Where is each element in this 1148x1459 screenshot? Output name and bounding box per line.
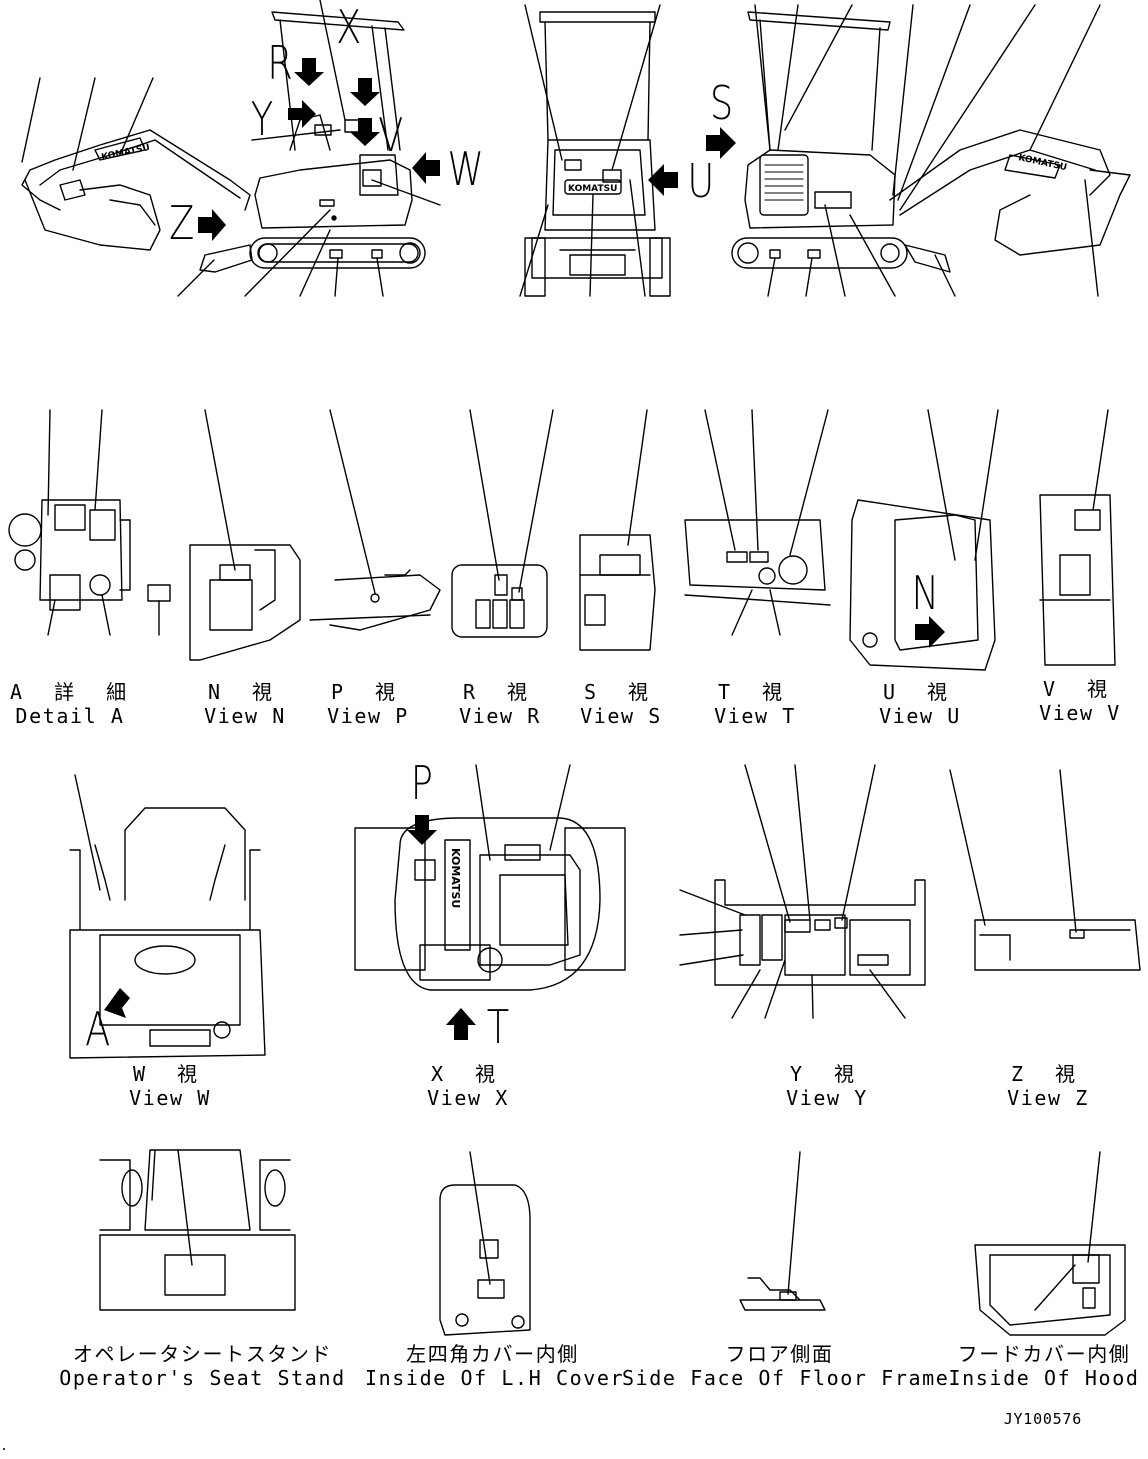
caption-view-s: S 視 View S (561, 680, 681, 728)
pointer-letter-y: Y (250, 92, 274, 146)
caption-detail-a: A 詳 細 Detail A (10, 680, 130, 728)
caption-view-z: Z 視 View Z (988, 1062, 1108, 1110)
pointer-letter-t: T (486, 1000, 510, 1054)
leader-lines-top-rear (519, 4, 661, 297)
pointer-letter-u: U (687, 154, 715, 208)
caption-view-t-jp: T 視 (717, 680, 793, 704)
view-p-drawing (309, 409, 441, 631)
excavator-left-side-view (21, 11, 426, 273)
pointer-letter-n: N (911, 566, 939, 620)
caption-floor-frame-jp: フロア側面 (725, 1342, 834, 1366)
caption-view-p-en: View P (327, 704, 409, 728)
caption-floor-frame-en: Side Face Of Floor Frame (622, 1366, 950, 1390)
brand-decal-top: KOMATSU (449, 848, 462, 908)
caption-view-w-jp: W 視 (132, 1062, 208, 1086)
drawing-number: JY100576 (1003, 1410, 1082, 1428)
caption-lh-cover: 左四角カバー内側 Inside Of L.H Cover (365, 1342, 625, 1390)
caption-view-t: T 視 View T (695, 680, 815, 728)
view-x-arrows (407, 815, 476, 1040)
caption-hood-en: Inside Of Hood (948, 1366, 1140, 1390)
view-u-drawing (849, 409, 999, 671)
detail-a-drawing (8, 409, 171, 636)
caption-view-n-jp: N 視 (207, 680, 283, 704)
view-u-arrow (915, 616, 945, 648)
caption-view-n-en: View N (204, 704, 286, 728)
pointer-letter-x: X (336, 0, 362, 54)
caption-seat-stand-en: Operator's Seat Stand (59, 1366, 346, 1390)
caption-view-r: R 視 View R (440, 680, 560, 728)
caption-view-x-jp: X 視 (430, 1062, 506, 1086)
caption-view-s-en: View S (580, 704, 662, 728)
pointer-arrows-top-left (198, 58, 440, 241)
leader-lines-top-left (21, 0, 441, 297)
pointer-letter-v: V (378, 108, 404, 162)
caption-floor-frame: フロア側面 Side Face Of Floor Frame (622, 1342, 950, 1390)
caption-view-w-en: View W (129, 1086, 211, 1110)
view-z-drawing (949, 769, 1141, 971)
excavator-right-side-view (731, 11, 1131, 273)
pointer-letter-s: S (709, 76, 734, 130)
caption-view-u-en: View U (879, 704, 961, 728)
pointer-letter-w: W (447, 142, 484, 196)
caption-view-w: W 視 View W (110, 1062, 230, 1110)
caption-view-r-en: View R (459, 704, 541, 728)
caption-hood: フードカバー内側 Inside Of Hood (948, 1342, 1140, 1390)
caption-lh-cover-jp: 左四角カバー内側 (406, 1342, 579, 1366)
caption-seat-stand-jp: オペレータシートスタンド (72, 1342, 333, 1366)
caption-seat-stand: オペレータシートスタンド Operator's Seat Stand (55, 1342, 350, 1390)
brand-decal-right: KOMATSU (1017, 153, 1067, 173)
view-v-drawing (1039, 409, 1116, 666)
pointer-letter-a: A (85, 1002, 111, 1056)
seat-stand-drawing (99, 1149, 296, 1311)
pointer-letter-z: Z (169, 196, 195, 250)
caption-view-x: X 視 View X (408, 1062, 528, 1110)
pointer-letter-p: P (410, 756, 433, 810)
view-x-drawing (354, 764, 626, 991)
caption-view-z-en: View Z (1007, 1086, 1089, 1110)
caption-view-r-jp: R 視 (462, 680, 538, 704)
caption-detail-a-jp: A 詳 細 (10, 680, 137, 704)
caption-view-v: V 視 View V (1020, 677, 1140, 725)
caption-hood-jp: フードカバー内側 (957, 1342, 1131, 1366)
brand-decal-rear: KOMATSU (568, 184, 617, 194)
caption-lh-cover-en: Inside Of L.H Cover (365, 1366, 625, 1390)
excavator-rear-view (524, 11, 671, 297)
caption-view-y-jp: Y 視 (789, 1062, 865, 1086)
caption-view-u-jp: U 視 (882, 680, 958, 704)
view-t-drawing (684, 409, 831, 636)
pointer-arrows-top-right (706, 127, 736, 159)
caption-detail-a-en: Detail A (15, 704, 125, 728)
view-y-drawing (679, 764, 926, 1019)
caption-view-p-jp: P 視 (330, 680, 406, 704)
caption-view-u: U 視 View U (860, 680, 980, 728)
caption-view-s-jp: S 視 (583, 680, 659, 704)
pointer-arrows-top-rear (648, 164, 678, 196)
caption-view-p: P 視 View P (308, 680, 428, 728)
hood-drawing (974, 1151, 1126, 1336)
caption-view-t-en: View T (714, 704, 796, 728)
caption-view-n: N 視 View N (185, 680, 305, 728)
view-r-drawing (451, 409, 554, 638)
view-s-drawing (579, 409, 656, 651)
view-w-drawing (69, 774, 266, 1059)
caption-view-v-en: View V (1039, 701, 1121, 725)
caption-view-x-en: View X (427, 1086, 509, 1110)
caption-view-z-jp: Z 視 (1010, 1062, 1086, 1086)
pointer-letter-r: R (267, 36, 293, 90)
caption-view-y-en: View Y (786, 1086, 868, 1110)
floor-frame-drawing (739, 1151, 826, 1311)
view-w-arrow (104, 988, 130, 1018)
caption-view-v-jp: V 視 (1042, 677, 1118, 701)
view-n-drawing (189, 409, 301, 661)
caption-view-y: Y 視 View Y (767, 1062, 887, 1110)
lh-cover-drawing (439, 1151, 531, 1336)
leader-lines-top-right (754, 4, 1101, 297)
